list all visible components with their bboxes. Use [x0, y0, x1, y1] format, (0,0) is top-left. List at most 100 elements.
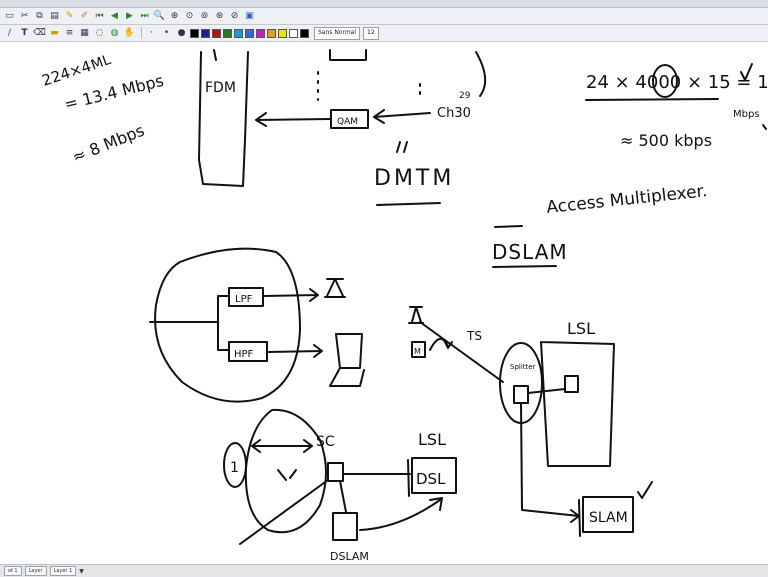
text-tool-icon[interactable]: T [18, 27, 31, 40]
pen-tool-icon[interactable]: / [3, 27, 16, 40]
bracket [476, 52, 485, 96]
layer-dropdown-icon[interactable]: ▼ [79, 568, 84, 575]
arrow-ch-to-qam [374, 110, 430, 123]
color-swatch[interactable] [212, 29, 221, 38]
sc-inner-marks [278, 470, 296, 480]
lpf-label: LPF [235, 294, 253, 305]
phone-icon [325, 279, 345, 297]
lasso-icon[interactable]: ◌ [93, 27, 106, 40]
fdm-tick [214, 50, 216, 60]
first-page-icon[interactable]: ⏮ [93, 10, 106, 23]
lpf-arrow [264, 289, 318, 301]
dslam-overbar [495, 226, 522, 227]
color-swatch[interactable] [300, 29, 309, 38]
color-swatch[interactable] [234, 29, 243, 38]
rate-unit-tick [763, 125, 766, 129]
dslam-check [638, 482, 652, 498]
zoom-fit-icon[interactable]: ⊙ [183, 10, 196, 23]
rect-tool-icon[interactable]: ▦ [78, 27, 91, 40]
dslam-title: DSLAM [492, 240, 568, 264]
computer-icon [330, 334, 364, 386]
splitter-to-dslam [521, 403, 579, 522]
next-page-icon[interactable]: ▶ [123, 10, 136, 23]
zoom-in-icon[interactable]: ⊕ [168, 10, 181, 23]
zoom-page-icon[interactable]: ⊛ [213, 10, 226, 23]
dslam-box-right-bar [579, 500, 580, 536]
zoom-out-icon[interactable]: 🔍 [153, 10, 166, 23]
arrow-qam-to-fdm [256, 113, 330, 126]
modem-label: M [414, 347, 421, 356]
splitter-port [514, 386, 528, 403]
dslam-to-dsl-curve [360, 498, 442, 530]
select-icon[interactable]: ◍ [108, 27, 121, 40]
channel-label: Ch30 [437, 106, 471, 121]
splitter-outline [155, 249, 300, 402]
hpf-arrow [268, 345, 322, 357]
sc-outline [246, 410, 326, 532]
color-swatch[interactable] [267, 29, 276, 38]
color-swatch[interactable] [201, 29, 210, 38]
pen-toolbar: / T ⌫ ▬ ≡ ▦ ◌ ◍ ✋ · • ● Sans Normal 12 [0, 25, 768, 42]
hand-icon[interactable]: ✋ [123, 27, 136, 40]
fdm-block [199, 52, 248, 186]
dsl-box-bar [408, 460, 409, 496]
access-multiplexer-label: Access Multiplexer. [545, 181, 708, 218]
cut-icon[interactable]: ✂ [18, 10, 31, 23]
rate-unit: Mbps [733, 109, 760, 120]
open-icon[interactable]: ▭ [3, 10, 16, 23]
qam-label: QAM [337, 117, 358, 127]
color-swatch[interactable] [289, 29, 298, 38]
thick-pen-icon[interactable]: ● [175, 27, 188, 40]
layer-select[interactable]: Layer 1 [50, 566, 77, 576]
color-palette [190, 29, 311, 38]
hpf-label: HPF [234, 349, 254, 360]
lsl-bottom-label: LSL [418, 430, 446, 449]
color-swatch[interactable] [278, 29, 287, 38]
lsl-right-building [541, 342, 614, 466]
medium-pen-icon[interactable]: • [160, 27, 173, 40]
paste-icon[interactable]: ▤ [48, 10, 61, 23]
calc-line-3: ≈ 8 Mbps [69, 121, 147, 167]
zoom-width-icon[interactable]: ⊚ [198, 10, 211, 23]
zoom-reset-icon[interactable]: ⊘ [228, 10, 241, 23]
copy-icon[interactable]: ⧉ [33, 10, 46, 23]
dmtm-ticks [397, 142, 407, 152]
ts-label: TS [466, 329, 482, 343]
dmtm-label: DMTM [374, 166, 454, 191]
whiteboard-canvas[interactable]: 224×4 ML = 13.4 Mbps ≈ 8 Mbps FDM QAM Ch… [0, 42, 768, 564]
dslam-title-underline [493, 266, 556, 267]
eraser-icon[interactable]: ⌫ [33, 27, 46, 40]
color-swatch[interactable] [190, 29, 199, 38]
dsl-label: DSL [416, 470, 446, 488]
color-swatch[interactable] [223, 29, 232, 38]
rate-underline [586, 99, 718, 100]
thin-pen-icon[interactable]: · [145, 27, 158, 40]
color-swatch[interactable] [245, 29, 254, 38]
pen-icon[interactable]: ✎ [63, 10, 76, 23]
font-name-field[interactable]: Sans Normal [314, 27, 360, 40]
sc-down [340, 481, 346, 512]
lsl-right-label: LSL [567, 319, 595, 338]
font-size-field[interactable]: 12 [363, 27, 379, 40]
page-indicator: of 1 [4, 566, 22, 576]
highlighter-icon[interactable]: ✐ [78, 10, 91, 23]
last-page-icon[interactable]: ⏭ [138, 10, 151, 23]
fullscreen-icon[interactable]: ▣ [243, 10, 256, 23]
lsl-right-port [565, 376, 578, 392]
calc-line-1: 224×4 [40, 57, 94, 90]
sc-double-arrow [252, 440, 312, 452]
color-swatch[interactable] [256, 29, 265, 38]
highlight-tool-icon[interactable]: ▬ [48, 27, 61, 40]
calc-line-1-unit: ML [89, 52, 113, 74]
main-toolbar: ▭ ✂ ⧉ ▤ ✎ ✐ ⏮ ◀ ▶ ⏭ 🔍 ⊕ ⊙ ⊚ ⊛ ⊘ ▣ [0, 8, 768, 25]
modem-arrow [430, 339, 452, 350]
splitter-label: Splitter [510, 363, 536, 371]
layer-tab[interactable]: Layer [25, 566, 47, 576]
dslam-small-box [333, 513, 357, 540]
dslam-bottom-label: DSLAM [330, 550, 369, 563]
rate-calc-2: ≈ 500 kbps [620, 131, 712, 150]
rule-tool-icon[interactable]: ≡ [63, 27, 76, 40]
fdm-label: FDM [205, 80, 236, 96]
prev-page-icon[interactable]: ◀ [108, 10, 121, 23]
sc-port [328, 463, 343, 481]
